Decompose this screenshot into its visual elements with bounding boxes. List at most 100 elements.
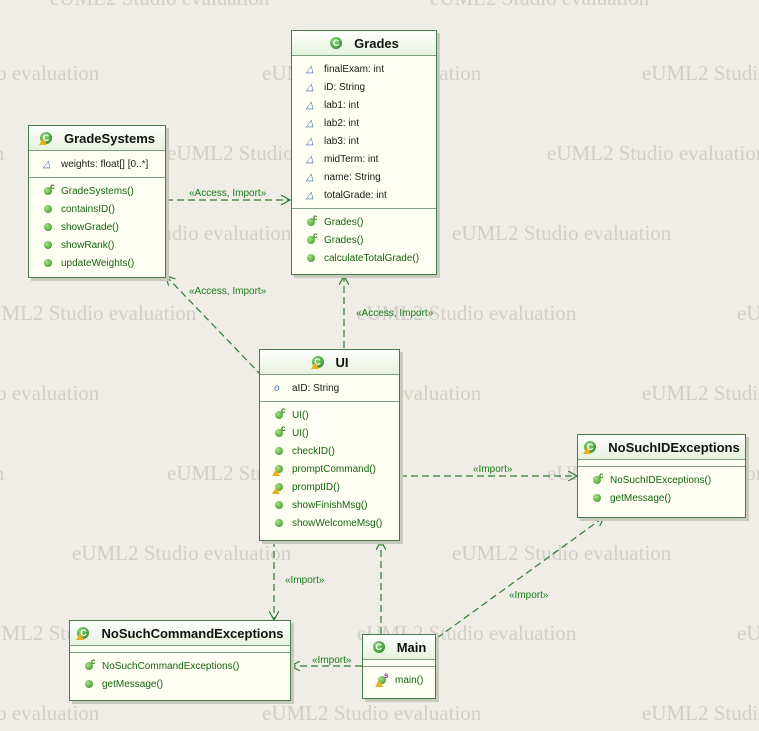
class-header[interactable]: C Main — [363, 635, 435, 660]
edge-label-gradesystems-grades: «Access, Import» — [189, 188, 267, 199]
attribute[interactable]: △iD: String — [306, 81, 366, 94]
constructor-icon: c — [82, 657, 98, 673]
constructor-icon: c — [272, 424, 288, 440]
field-icon: o — [274, 383, 280, 394]
class-header[interactable]: C GradeSystems — [29, 126, 165, 151]
class-header[interactable]: C NoSuchCommandExceptions — [70, 621, 290, 646]
attribute[interactable]: △midTerm: int — [306, 153, 379, 166]
attribute[interactable]: △weights: float[] [0..*] — [43, 158, 149, 171]
edge-ui-gradesystems[interactable] — [166, 276, 263, 377]
class-header[interactable]: C Grades — [292, 31, 436, 56]
private-method-icon — [272, 462, 288, 476]
constructor-icon: c — [590, 471, 606, 487]
field-icon: △ — [306, 190, 314, 201]
class-gradesystems[interactable]: C GradeSystems △weights: float[] [0..*] … — [28, 125, 166, 278]
edge-label-ui-grades: «Access, Import» — [356, 308, 434, 319]
constructor-icon: c — [304, 231, 320, 247]
edge-label-main-nosuchid: «Import» — [509, 590, 549, 601]
attribute[interactable]: △finalExam: int — [306, 63, 385, 76]
operation[interactable]: promptCommand() — [260, 460, 399, 478]
field-icon: △ — [306, 64, 314, 75]
operation[interactable]: promptID() — [260, 478, 399, 496]
class-name: NoSuchCommandExceptions — [101, 625, 284, 641]
attribute[interactable]: △totalGrade: int — [306, 189, 387, 202]
method-icon — [272, 516, 288, 530]
method-icon — [41, 256, 57, 270]
field-icon: △ — [306, 82, 314, 93]
field-icon: △ — [306, 100, 314, 111]
private-method-icon — [272, 480, 288, 494]
edge-main-nosuchid[interactable] — [436, 517, 604, 639]
class-name: GradeSystems — [63, 130, 156, 146]
class-icon: C — [76, 626, 92, 640]
class-name: Main — [396, 639, 427, 655]
class-icon: C — [38, 131, 55, 145]
attributes-section — [578, 460, 745, 467]
class-icon: C — [372, 640, 388, 654]
field-icon: △ — [43, 159, 51, 170]
operation[interactable]: showFinishMsg() — [260, 496, 399, 514]
operation[interactable]: getMessage() — [578, 489, 745, 507]
method-icon — [41, 238, 57, 252]
field-icon: △ — [306, 118, 314, 129]
edge-label-ui-nosuchcommand: «Import» — [285, 575, 325, 586]
method-icon — [304, 251, 320, 265]
operation[interactable]: calculateTotalGrade() — [292, 249, 436, 267]
constructor-icon: c — [272, 406, 288, 422]
operation[interactable]: getMessage() — [70, 675, 290, 693]
class-header[interactable]: C UI — [260, 350, 399, 375]
attribute[interactable]: △name: String — [306, 171, 381, 184]
edge-label-main-nosuchcommand: «Import» — [312, 655, 352, 666]
operation[interactable]: showGrade() — [29, 218, 165, 236]
method-icon — [41, 202, 57, 216]
operation[interactable]: checkID() — [260, 442, 399, 460]
attributes-section — [70, 646, 290, 653]
method-icon — [272, 498, 288, 512]
class-name: NoSuchIDExceptions — [608, 439, 740, 455]
operation[interactable]: updateWeights() — [29, 254, 165, 272]
attribute[interactable]: △lab1: int — [306, 99, 360, 112]
field-icon: △ — [306, 154, 314, 165]
edge-label-ui-nosuchid: «Import» — [473, 464, 513, 475]
class-header[interactable]: C NoSuchIDExceptions — [578, 435, 745, 460]
operation[interactable]: showWelcomeMsg() — [260, 514, 399, 532]
class-icon: C — [583, 440, 599, 454]
operation[interactable]: containsID() — [29, 200, 165, 218]
method-icon — [272, 444, 288, 458]
class-icon: C — [310, 355, 327, 369]
attribute[interactable]: △lab3: int — [306, 135, 360, 148]
class-name: UI — [335, 354, 349, 370]
class-icon: C — [329, 36, 345, 50]
method-icon — [82, 677, 98, 691]
operation[interactable]: showRank() — [29, 236, 165, 254]
attribute[interactable]: △lab2: int — [306, 117, 360, 130]
constructor-icon: c — [41, 182, 57, 198]
class-name: Grades — [354, 35, 399, 51]
field-icon: △ — [306, 172, 314, 183]
attributes-section — [363, 660, 435, 667]
method-icon — [590, 491, 606, 505]
constructor-icon: c — [304, 213, 320, 229]
class-grades[interactable]: C Grades △finalExam: int △iD: String △la… — [291, 30, 437, 275]
field-icon: △ — [306, 136, 314, 147]
edge-label-ui-gradesystems: «Access, Import» — [189, 286, 267, 297]
